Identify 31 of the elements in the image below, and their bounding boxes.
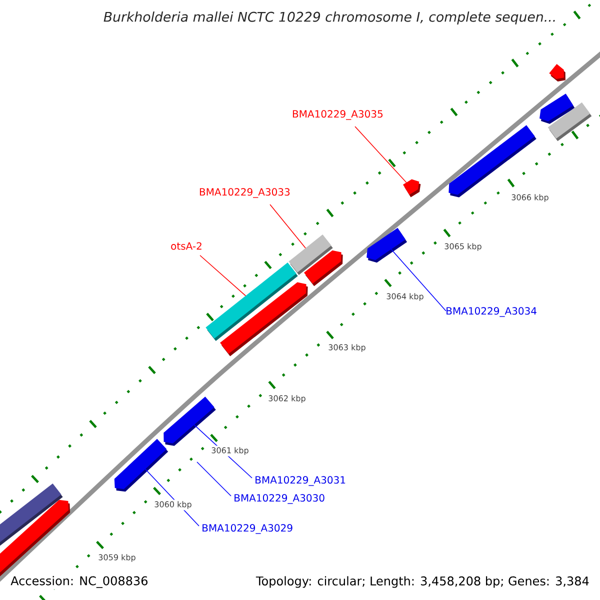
gene-label: otsA-2 — [171, 242, 202, 250]
scale-label: 3063 kbp — [326, 342, 368, 354]
footer-text: Topology: circular; Length: 3,458,208 bp; Genes: 3,384 — [254, 574, 591, 590]
leader-line — [354, 126, 407, 183]
gene-label: BMA10229_A3029 — [202, 524, 292, 534]
gene-feature — [220, 282, 308, 356]
gene-feature — [304, 250, 343, 286]
gene-feature — [403, 179, 421, 198]
scale-label: 3065 kbp — [442, 242, 484, 252]
scale-label: 3060 kbp — [152, 500, 194, 510]
footer-text: Accession: NC_008836 — [9, 574, 150, 590]
gene-label: BMA10229_A3031 — [256, 476, 346, 486]
leader-line — [196, 462, 232, 496]
gene-feature — [366, 228, 408, 263]
scale-label: 3059 kbp — [96, 552, 138, 564]
gene-feature — [549, 64, 566, 82]
gene-label: BMA10229_A3033 — [200, 188, 290, 198]
gene-label: BMA10229_A3030 — [234, 494, 324, 504]
leader-line — [390, 248, 446, 312]
scale-label: 3066 kbp — [510, 192, 550, 204]
leader-line — [270, 204, 306, 248]
gene-feature — [548, 102, 592, 142]
gene-label: BMA10229_A3034 — [446, 307, 536, 317]
scale-label: 3062 kbp — [266, 394, 308, 404]
scale-label: 3064 kbp — [384, 292, 426, 302]
leader-line — [200, 254, 246, 296]
scale-label: 3061 kbp — [210, 446, 250, 456]
gene-label: BMA10229_A3035 — [292, 110, 382, 120]
title: Burkholderia mallei NCTC 10229 chromosome I, complete sequen... — [104, 12, 555, 24]
gene-feature — [114, 438, 168, 492]
gene-feature — [164, 396, 216, 446]
